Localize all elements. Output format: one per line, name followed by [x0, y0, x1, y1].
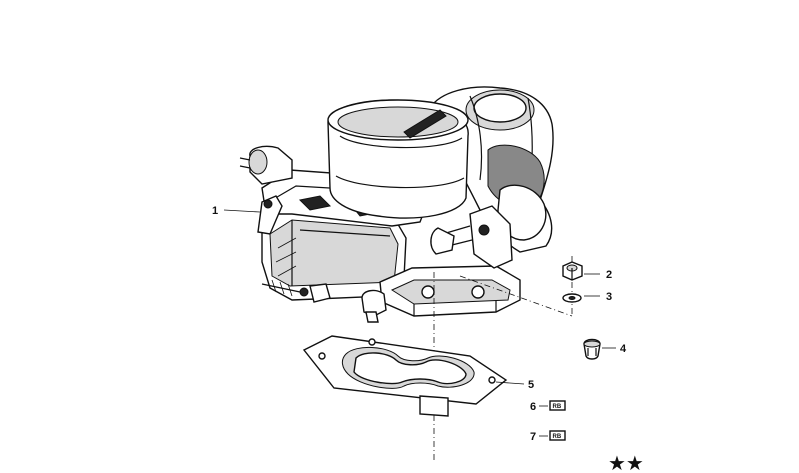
callout-5: 5	[528, 379, 534, 391]
callout-7: 7	[530, 431, 536, 443]
nut-part	[562, 261, 583, 281]
callout-labels: 1 2 3 4 5 6 7	[212, 205, 627, 443]
boxed-mark-7	[549, 430, 566, 441]
boxed-mark-6	[549, 400, 566, 411]
boxed-part-marks: RB RB	[539, 400, 566, 441]
callout-4: 4	[620, 343, 627, 355]
callout-2: 2	[606, 269, 612, 281]
callout-6: 6	[530, 401, 536, 413]
boxed-mark-6-text: RB	[553, 404, 562, 410]
callout-1: 1	[212, 205, 218, 217]
washer-part	[562, 293, 582, 303]
gasket	[302, 335, 508, 417]
boxed-mark-7-text: RB	[553, 434, 562, 440]
footer-star-mark: ★★	[608, 451, 644, 473]
carburetor-assembly	[239, 86, 554, 323]
cap-part	[583, 338, 601, 360]
callout-leaders	[223, 209, 616, 385]
callout-3: 3	[606, 291, 612, 303]
